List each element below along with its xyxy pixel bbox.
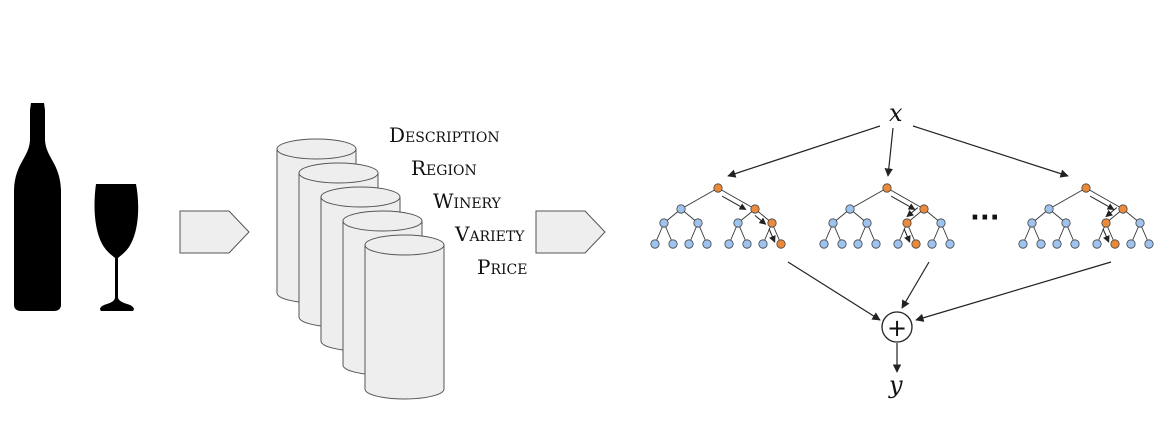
decision-tree-2	[819, 183, 955, 249]
decision-tree-1	[650, 183, 786, 249]
input-arrows	[727, 125, 1069, 178]
input-arrow-tree-2	[884, 127, 894, 177]
decision-path-arrow	[906, 207, 919, 218]
tree-node	[742, 239, 752, 249]
decision-path-arrow	[768, 228, 776, 243]
input-x-label: x	[889, 99, 903, 127]
tree-node	[1092, 239, 1102, 249]
decision-tree-3	[1018, 183, 1154, 249]
tree-3-to-sum-arrow	[915, 261, 1112, 322]
tree-edge	[886, 187, 925, 210]
tree-node	[650, 239, 660, 249]
tree-node	[1135, 218, 1145, 228]
tree-node	[733, 218, 743, 228]
tree-node	[945, 239, 955, 249]
tree-node	[684, 239, 694, 249]
tree-1-to-sum-arrow	[787, 261, 881, 321]
process-arrow-2	[535, 210, 606, 254]
tree-node	[659, 218, 669, 228]
tree-node	[828, 218, 838, 228]
tree-node	[1018, 239, 1028, 249]
tree-node	[758, 239, 768, 249]
tree-node	[1027, 218, 1037, 228]
decision-path-arrow	[1102, 228, 1110, 243]
tree-node	[845, 204, 855, 214]
tree-node	[862, 218, 872, 228]
decision-path-arrow	[1105, 207, 1118, 218]
sum-symbol: +	[887, 314, 907, 342]
decision-path-arrow	[754, 214, 767, 225]
active-tree-node	[767, 218, 777, 228]
tree-node	[893, 239, 903, 249]
tree-node	[1044, 204, 1054, 214]
sum-node	[881, 311, 913, 343]
data-record-cylinder	[364, 234, 445, 400]
active-tree-node	[776, 239, 786, 249]
wine-bottle-icon	[14, 103, 61, 311]
output-y-label: y	[888, 371, 903, 399]
feature-label-winery: Winery	[433, 189, 502, 213]
active-tree-node	[713, 183, 723, 193]
tree-node	[668, 239, 678, 249]
decision-path-arrow	[903, 228, 911, 243]
active-tree-node	[1118, 204, 1128, 214]
feature-label-region: Region	[411, 156, 477, 180]
active-tree-node	[750, 204, 760, 214]
tree-node	[702, 239, 712, 249]
feature-labels: Description Region Winery Variety Price	[389, 123, 527, 279]
decision-path-arrow	[890, 195, 916, 211]
active-tree-node	[1110, 239, 1120, 249]
feature-label-price: Price	[477, 255, 527, 279]
active-tree-node	[911, 239, 921, 249]
active-tree-node	[1081, 183, 1091, 193]
tree-node	[1070, 239, 1080, 249]
input-arrow-tree-1	[727, 125, 881, 178]
tree-node	[676, 204, 686, 214]
tree-node	[837, 239, 847, 249]
active-tree-node	[882, 183, 892, 193]
tree-node	[1052, 239, 1062, 249]
tree-node	[724, 239, 734, 249]
tree-node	[1126, 239, 1136, 249]
input-arrow-tree-3	[912, 125, 1069, 178]
tree-node	[927, 239, 937, 249]
wine-glass-icon	[94, 184, 139, 311]
tree-edge	[849, 187, 888, 210]
tree-node	[693, 218, 703, 228]
tree-edge	[680, 187, 719, 210]
tree-node	[1061, 218, 1071, 228]
decision-path-arrow	[721, 195, 747, 211]
output-arrows	[787, 261, 1112, 322]
tree-edge	[1048, 187, 1087, 210]
active-tree-node	[1101, 218, 1111, 228]
decision-path-arrow	[1089, 195, 1115, 211]
tree-node	[936, 218, 946, 228]
tree-node	[819, 239, 829, 249]
active-tree-node	[902, 218, 912, 228]
tree-edge	[717, 187, 756, 210]
tree-ensemble	[650, 183, 1154, 249]
feature-label-description: Description	[389, 123, 500, 147]
tree-node	[1144, 239, 1154, 249]
active-tree-node	[919, 204, 929, 214]
tree-edge	[1085, 187, 1124, 210]
tree-node	[853, 239, 863, 249]
tree-node	[871, 239, 881, 249]
tree-2-to-sum-arrow	[901, 261, 930, 309]
feature-label-variety: Variety	[454, 222, 525, 246]
tree-node	[1036, 239, 1046, 249]
process-arrow-1	[179, 210, 250, 254]
data-records-stack	[276, 138, 445, 400]
ensemble-ellipsis: ···	[970, 203, 1000, 233]
